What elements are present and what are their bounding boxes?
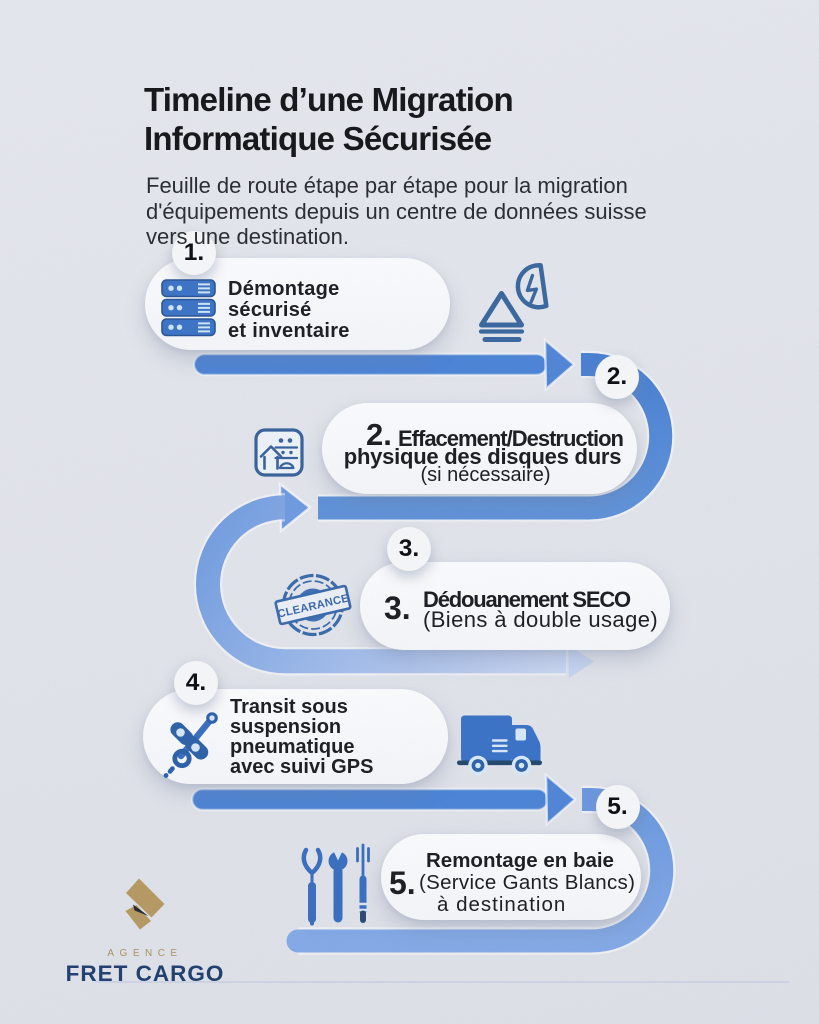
svg-text:FRET CARGO: FRET CARGO [66, 961, 225, 986]
svg-text:AGENCE: AGENCE [107, 948, 182, 959]
